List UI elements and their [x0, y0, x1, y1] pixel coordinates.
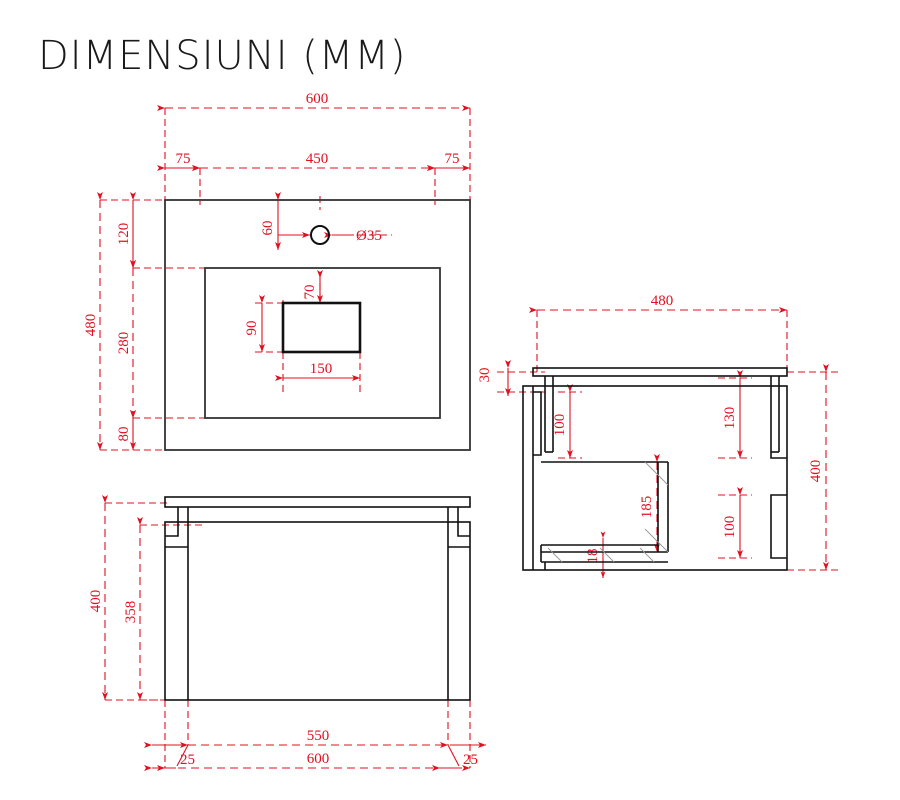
plan-dim-chain-horizontal: 75 450 75: [157, 151, 470, 171]
front-dim-600: 600: [157, 751, 470, 771]
dim-label-plan-left-margin: 75: [176, 151, 191, 167]
dim-label-plan-depth: 480: [83, 314, 99, 337]
dim-label-drain-width: 150: [310, 361, 333, 377]
dim-label-cabinet-width: 550: [307, 728, 330, 744]
plan-dim-tap-diameter: Ø35: [278, 228, 382, 244]
dim-label-lower-drawer-right: 100: [722, 516, 738, 539]
dim-label-left-overhang: 25: [180, 752, 195, 768]
plan-extension-lines: [100, 108, 471, 451]
plan-tap-hole-circle: [310, 225, 330, 245]
side-hatch-lines: [547, 461, 669, 563]
plan-dim-150: 150: [275, 361, 360, 381]
plan-dim-480: 480: [83, 192, 103, 450]
dim-label-front-height: 400: [88, 590, 104, 613]
page-title: DIMENSIUNI (MM): [38, 33, 407, 79]
dim-label-cabinet-height: 358: [123, 601, 139, 624]
dim-label-plan-basin-depth: 280: [116, 332, 132, 355]
side-section-outline: [522, 367, 788, 571]
plan-dim-70: 70: [302, 270, 323, 303]
front-dim-358: 358: [123, 517, 143, 700]
side-dim-185: 185: [639, 454, 660, 552]
dim-label-right-overhang: 25: [463, 752, 478, 768]
plan-drain-rect: [281, 301, 362, 354]
dim-label-plan-front-margin: 120: [116, 223, 132, 246]
front-dim-400: 400: [88, 495, 108, 700]
plan-dim-90: 90: [244, 295, 265, 352]
plan-dim-chain-vertical: 120 280 80: [116, 192, 136, 450]
dim-label-front-width: 600: [307, 751, 330, 767]
side-dim-400: 400: [808, 364, 829, 570]
dim-label-drain-offset: 70: [302, 285, 318, 300]
dim-label-lower-drawer-height: 185: [639, 496, 655, 519]
dim-label-plan-width: 600: [306, 91, 329, 107]
side-dim-480: 480: [529, 293, 787, 313]
front-elevation-outline: [164, 496, 471, 701]
dim-label-upper-drawer-left: 100: [552, 414, 568, 437]
side-dim-100-upper: 100: [552, 384, 573, 458]
dim-label-drain-height: 90: [244, 321, 260, 336]
dim-label-upper-drawer-right: 130: [722, 407, 738, 430]
plan-dim-600: 600: [157, 91, 470, 111]
plan-outline: [164, 199, 471, 451]
side-dim-100-lower: 100: [722, 487, 743, 558]
dim-label-side-height: 400: [808, 460, 824, 483]
front-dim-550: 550: [180, 728, 448, 748]
dim-label-plan-right-margin: 75: [445, 151, 460, 167]
side-dim-18: 18: [585, 531, 606, 578]
side-dim-130: 130: [722, 370, 743, 458]
front-extension-lines: [105, 502, 471, 768]
dim-label-tap-diameter: Ø35: [356, 228, 382, 244]
dim-label-top-thickness: 30: [477, 368, 493, 383]
front-dim-25-right: 25: [432, 742, 486, 771]
dim-label-plan-back-margin: 80: [116, 427, 132, 442]
dim-label-tap-offset: 60: [260, 221, 276, 236]
side-dim-30: 30: [477, 360, 511, 396]
dim-label-side-depth: 480: [651, 293, 674, 309]
dim-label-plan-basin-width: 450: [306, 151, 329, 167]
plan-dim-60: 60: [260, 192, 281, 250]
front-dim-25-left: 25: [144, 742, 195, 771]
